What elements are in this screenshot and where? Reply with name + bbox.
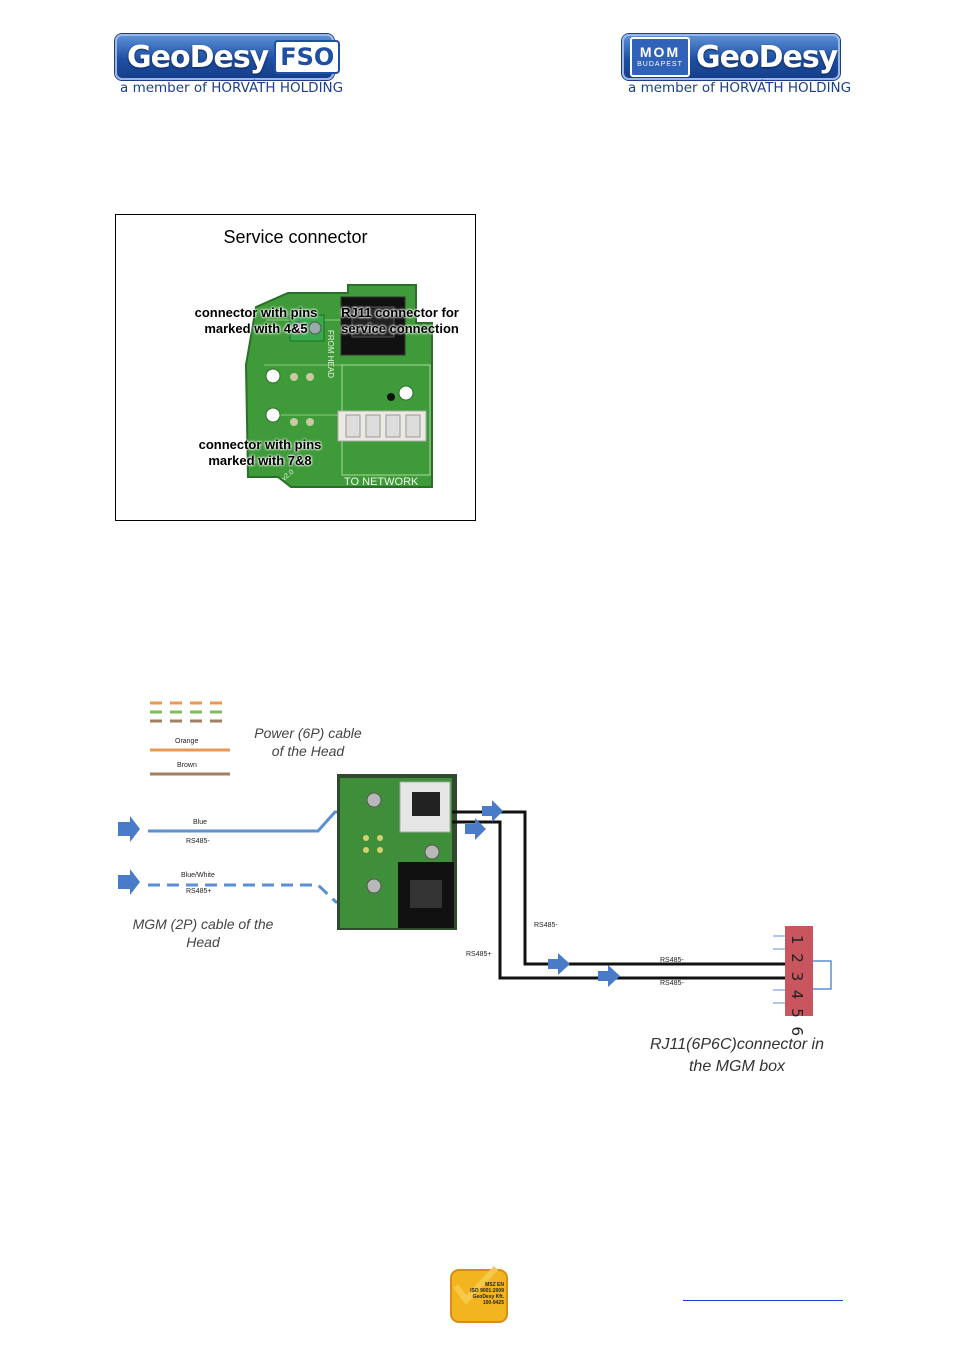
from-head-text: FROM HEAD	[326, 330, 335, 378]
wire-label-bluewhite-signal: RS485+	[186, 888, 212, 895]
mgm-cable-caption: MGM (2P) cable of the Head	[132, 916, 274, 950]
badge-line2: ISO 9001:2009	[470, 1288, 504, 1294]
certificate-check-icon	[450, 1265, 508, 1323]
label-pins-78: connector with pins marked with 7&8	[198, 437, 322, 468]
wiring-diagram: 1 2 3 4 5 6	[118, 701, 832, 1038]
arrow-icon	[598, 965, 620, 987]
to-network-text: TO NETWORK	[344, 476, 419, 488]
label-rj11: RJ11 connector for service connection	[341, 305, 459, 336]
arrow-icon	[118, 816, 140, 842]
arrow-icon	[465, 818, 486, 840]
label-pins-45: connector with pins marked with 4&5	[194, 305, 318, 336]
bluewhite-wire	[148, 883, 346, 904]
figure-title: Service connector	[223, 227, 368, 247]
rj11-6p6c-connector: 1 2 3 4 5 6	[773, 926, 832, 1038]
head-pcb-photo	[337, 774, 457, 930]
badge-line4: 100-9425	[482, 1300, 504, 1306]
wire-label-bluewhite: Blue/White	[181, 872, 215, 879]
logo-brand: GeoDesy	[127, 39, 269, 75]
wire-label-blue-signal: RS485-	[186, 838, 210, 845]
power-cable-caption: Power (6P) cable of the Head	[254, 725, 362, 759]
footer-link[interactable]	[683, 1300, 843, 1301]
arrow-icon	[548, 953, 570, 975]
rs485-plus-h-label: RS485-	[660, 980, 684, 987]
arrow-icon	[482, 800, 503, 822]
logo-tagline-left: a member of HORVÁTH HOLDING	[120, 80, 344, 96]
rs485-plus-wire	[452, 820, 787, 980]
geodesy-fso-logo: GeoDesy FSO	[115, 34, 341, 80]
blue-wire	[148, 810, 346, 833]
connector-pin-numbers: 1 2 3 4 5 6	[788, 935, 806, 1038]
badge-line3: GeoDesy Kft.	[472, 1294, 504, 1300]
rs485-minus-wire	[452, 810, 787, 966]
wire-label-blue: Blue	[193, 819, 208, 826]
service-connector-figure: Service connector FROM HEAD TO NETWORK v…	[115, 214, 476, 521]
badge-line1: MSZ EN	[485, 1282, 504, 1288]
rs485-minus-h-label: RS485-	[660, 957, 684, 964]
arrow-icon	[118, 869, 140, 895]
connector-caption: RJ11(6P6C)connector in the MGM box	[649, 1036, 824, 1075]
logo-brand: GeoDesy	[696, 39, 838, 75]
cable-legend	[150, 701, 230, 776]
rs485-minus-vertical-label: RS485-	[534, 922, 558, 929]
logo-tagline-right: a member of HORVÁTH HOLDING	[628, 80, 852, 96]
rs485-plus-vertical-label: RS485+	[466, 951, 492, 958]
legend-brown: Brown	[177, 762, 197, 769]
mom-geodesy-logo: MOM BUDAPEST GeoDesy	[622, 34, 840, 80]
mom-badge: MOM BUDAPEST	[630, 37, 690, 77]
legend-orange: Orange	[175, 738, 199, 745]
iso-certificate-badge: MSZ EN ISO 9001:2009 GeoDesy Kft. 100-94…	[448, 1264, 510, 1324]
logo-fso-badge: FSO	[274, 40, 341, 74]
pcb-photo: FROM HEAD TO NETWORK v2.0	[244, 284, 433, 488]
